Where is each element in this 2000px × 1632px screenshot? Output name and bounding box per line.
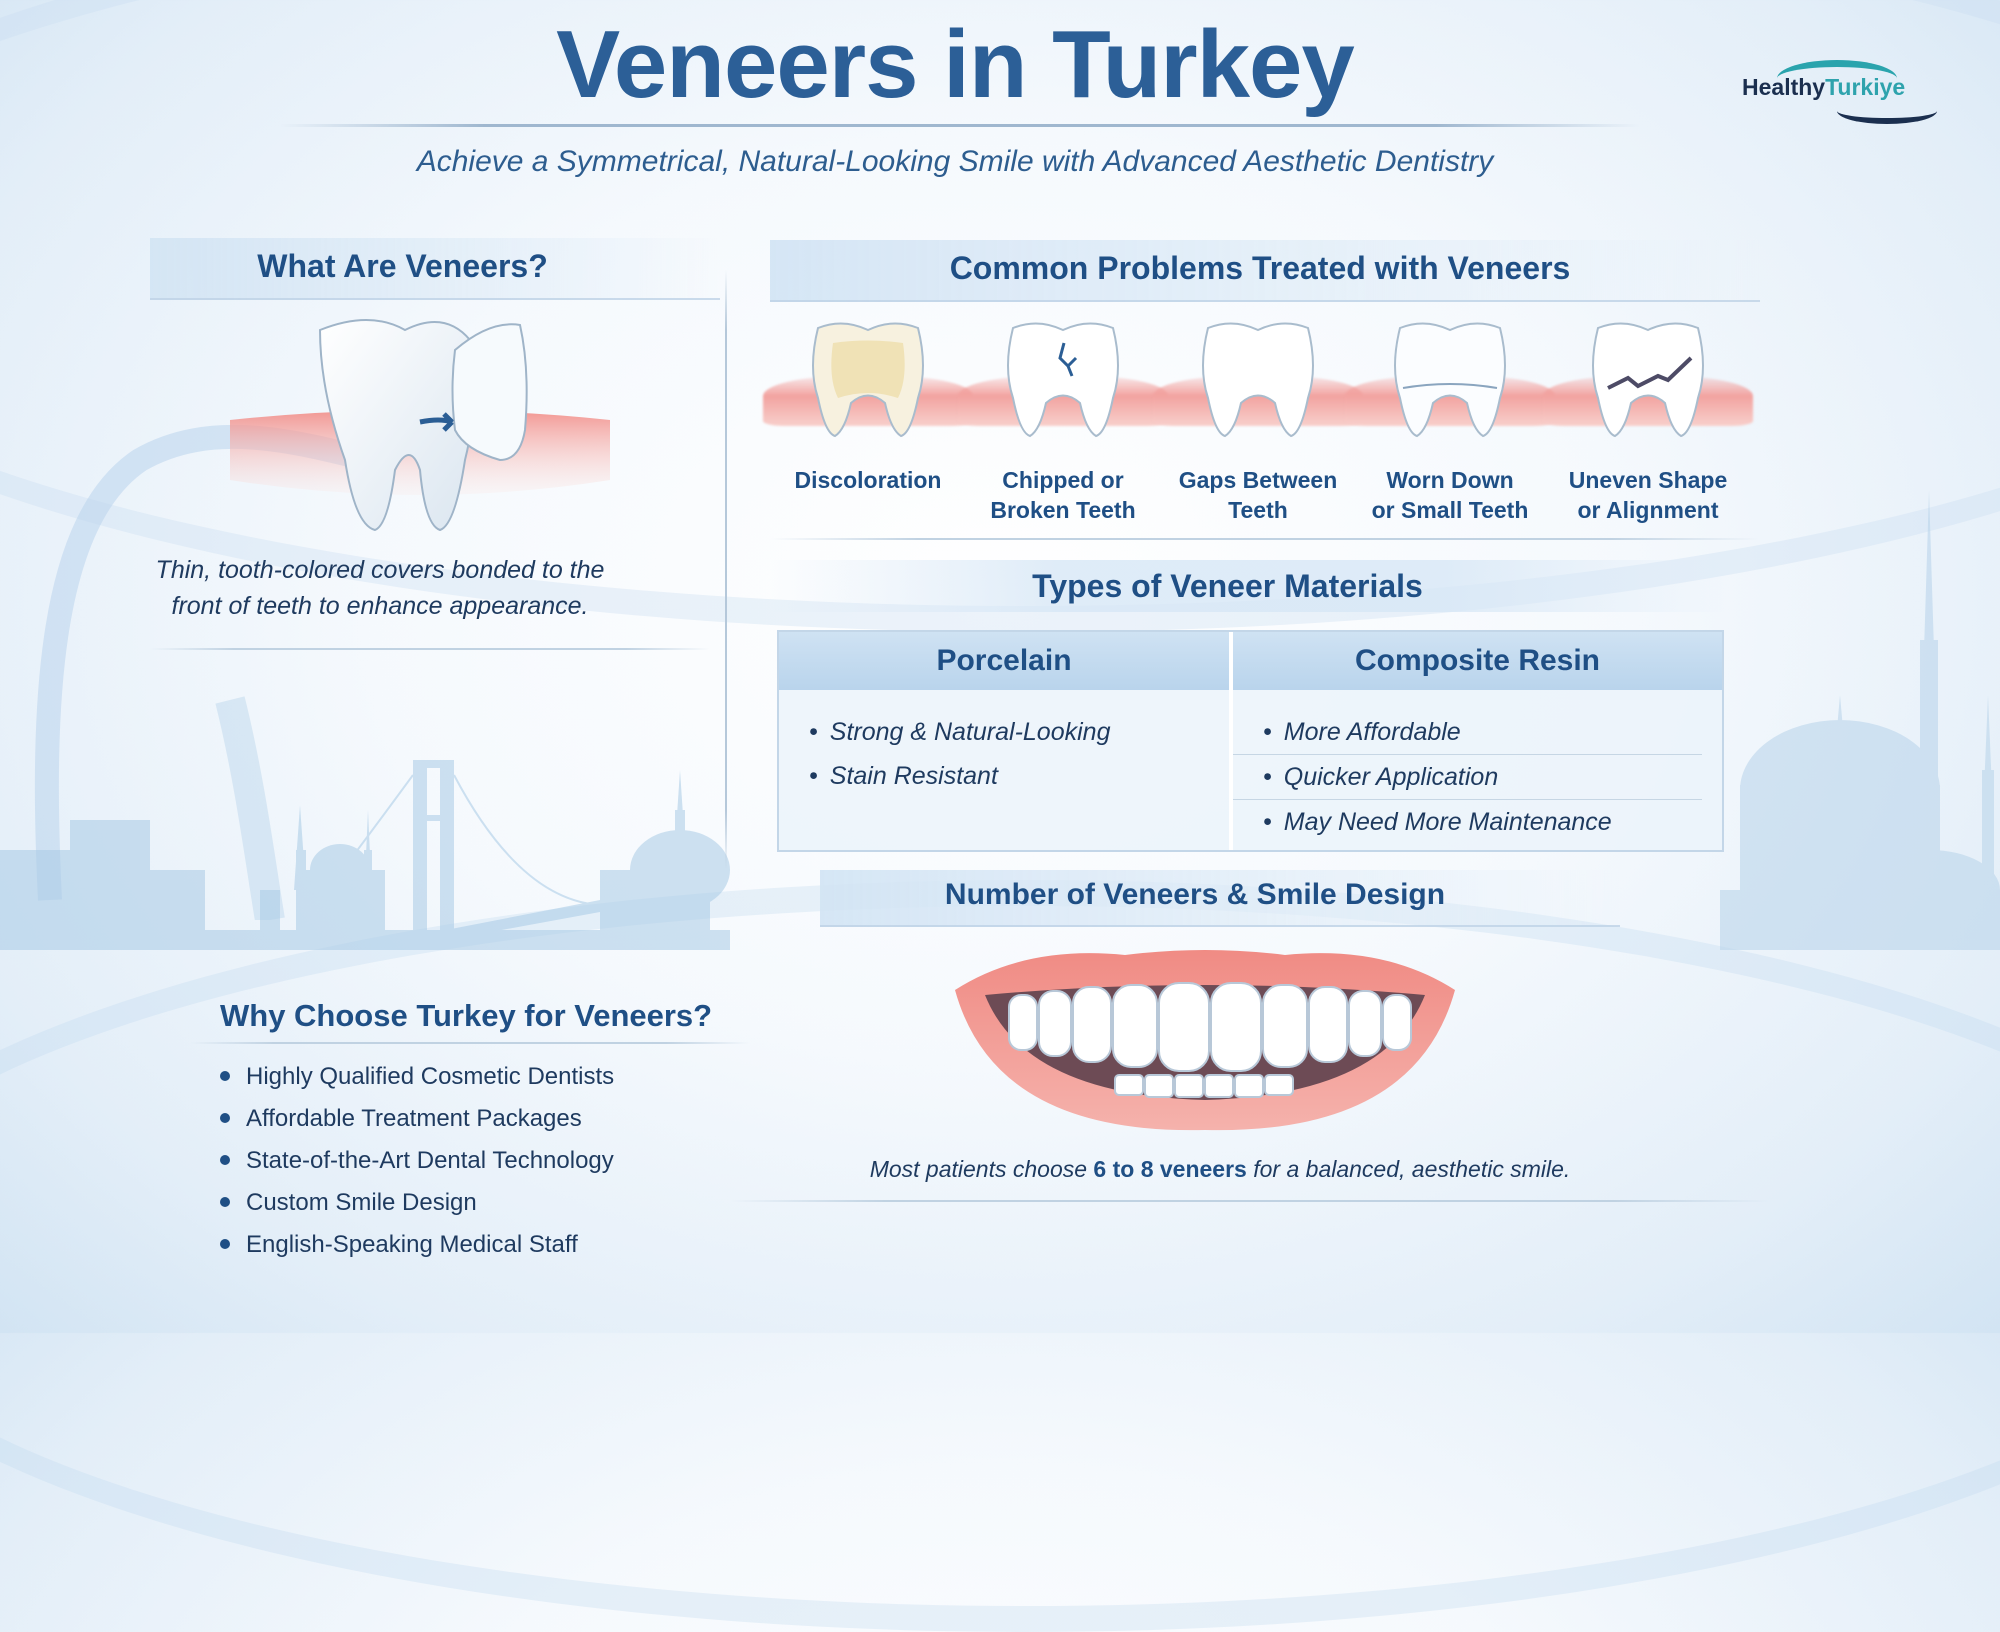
bullet-icon: • <box>1263 763 1272 791</box>
smile-design-divider <box>730 1200 1770 1202</box>
problem-label-line-2: Broken Teeth <box>990 497 1136 523</box>
gapped-tooth-icon <box>1202 322 1314 438</box>
title-divider <box>280 124 1640 127</box>
what-are-veneers-title: What Are Veneers? <box>257 248 548 284</box>
smile-design-header <box>820 870 1620 927</box>
problem-label-line-2: or Small Teeth <box>1371 497 1529 523</box>
bullet-icon <box>220 1112 230 1123</box>
problem-label: Discoloration <box>773 465 963 495</box>
tooth-with-veneer-icon <box>230 319 610 532</box>
logo-text-healthy: Healthy <box>1742 74 1826 100</box>
hagia-sophia-skyline-right-icon <box>1720 490 2000 950</box>
materials-item-text: More Affordable <box>1283 718 1461 746</box>
problem-label-line-1: Discoloration <box>794 467 942 493</box>
smile-design-caption: Most patients choose 6 to 8 veneers for … <box>820 1156 1620 1183</box>
materials-list-item: • Stain Resistant <box>779 754 1229 798</box>
materials-title: Types of Veneer Materials <box>1032 568 1423 604</box>
discolored-tooth-icon <box>812 322 924 438</box>
materials-item-text: May Need More Maintenance <box>1283 808 1612 836</box>
caption-text: for a balanced, aesthetic smile. <box>1246 1156 1571 1182</box>
materials-list-item: • Strong & Natural-Looking <box>779 710 1229 754</box>
page-subtitle: Achieve a Symmetrical, Natural-Looking S… <box>416 145 1494 178</box>
materials-header <box>770 560 1730 612</box>
worn-tooth-icon <box>1394 322 1506 438</box>
why-turkey-item: English-Speaking Medical Staff <box>220 1224 614 1266</box>
logo-arc-bottom-icon <box>1837 98 1937 124</box>
materials-item-text: Strong & Natural-Looking <box>829 718 1111 746</box>
logo-arc-top-icon <box>1777 60 1897 97</box>
logo-text: HealthyTurkiye <box>1742 74 1905 101</box>
why-turkey-item: Custom Smile Design <box>220 1182 614 1224</box>
materials-table: Porcelain • Strong & Natural-Looking • Sta… <box>777 630 1724 852</box>
bullet-icon: • <box>809 762 818 790</box>
why-turkey-list: Highly Qualified Cosmetic Dentists Affor… <box>220 1056 614 1266</box>
smile-design-title: Number of Veneers & Smile Design <box>944 878 1446 911</box>
materials-list-item: • May Need More Maintenance <box>1233 800 1722 844</box>
problem-label: Uneven Shape or Alignment <box>1553 465 1743 525</box>
caption-highlight: 6 to 8 veneers <box>1093 1156 1247 1182</box>
why-turkey-title: Why Choose Turkey for Veneers? <box>220 998 713 1033</box>
cracked-tooth-icon <box>1592 322 1704 438</box>
materials-list-item: • Quicker Application <box>1233 755 1702 800</box>
why-turkey-item: State-of-the-Art Dental Technology <box>220 1140 614 1182</box>
problem-item-uneven: Uneven Shape or Alignment <box>1543 318 1753 525</box>
materials-column-header: Composite Resin <box>1233 632 1722 690</box>
bullet-icon: • <box>1263 718 1272 746</box>
description-line-2: front of teeth to enhance appearance. <box>171 592 589 620</box>
page-title: Veneers in Turkey <box>556 11 1355 118</box>
logo-text-turkiye: Turkiye <box>1825 74 1906 100</box>
problem-label: Worn Down or Small Teeth <box>1355 465 1545 525</box>
why-turkey-item-text: Affordable Treatment Packages <box>246 1105 582 1132</box>
materials-column-porcelain: Porcelain • Strong & Natural-Looking • Sta… <box>779 632 1233 850</box>
caption-text: Most patients choose <box>869 1156 1094 1182</box>
why-turkey-item-text: English-Speaking Medical Staff <box>246 1231 578 1258</box>
istanbul-skyline-left-icon <box>0 760 730 950</box>
why-turkey-item-text: State-of-the-Art Dental Technology <box>246 1147 614 1174</box>
problem-label: Chipped or Broken Teeth <box>968 465 1158 525</box>
materials-list-item: • More Affordable <box>1233 710 1702 755</box>
materials-item-text: Quicker Application <box>1283 763 1499 791</box>
chipped-tooth-icon <box>1007 322 1119 438</box>
problem-item-discoloration: Discoloration <box>763 318 973 495</box>
bullet-icon: • <box>809 718 818 746</box>
bullet-icon <box>220 1238 230 1249</box>
problem-label-line-2: or Alignment <box>1577 497 1719 523</box>
problem-item-gaps: Gaps Between Teeth <box>1153 318 1363 525</box>
problem-item-worn: Worn Down or Small Teeth <box>1345 318 1555 525</box>
common-problems-title: Common Problems Treated with Veneers <box>949 250 1571 286</box>
bullet-icon <box>220 1070 230 1081</box>
materials-column-header: Porcelain <box>779 632 1229 690</box>
materials-column-composite: Composite Resin • More Affordable • Quicke… <box>1233 632 1722 850</box>
healthy-turkiye-logo[interactable]: HealthyTurkiye <box>1742 60 1942 124</box>
smile-teeth-icon <box>955 950 1455 1131</box>
materials-item-text: Stain Resistant <box>829 762 998 790</box>
description-line-1: Thin, tooth-colored covers bonded to the <box>155 556 605 584</box>
problem-label-line-1: Uneven Shape <box>1568 467 1728 493</box>
problem-label: Gaps Between Teeth <box>1163 465 1353 525</box>
why-turkey-item-text: Highly Qualified Cosmetic Dentists <box>246 1063 615 1090</box>
why-turkey-item: Highly Qualified Cosmetic Dentists <box>220 1056 614 1098</box>
what-are-veneers-header <box>150 238 720 300</box>
bullet-icon <box>220 1154 230 1165</box>
what-are-veneers-description: Thin, tooth-colored covers bonded to the… <box>130 552 630 624</box>
why-turkey-item-text: Custom Smile Design <box>246 1189 477 1216</box>
common-problems-header <box>770 240 1760 302</box>
problem-label-line-1: Chipped or <box>1002 467 1124 493</box>
column-divider <box>725 270 727 870</box>
bullet-icon <box>220 1196 230 1207</box>
problem-label-line-1: Gaps Between <box>1178 467 1338 493</box>
problems-divider <box>770 538 1760 540</box>
why-turkey-item: Affordable Treatment Packages <box>220 1098 614 1140</box>
bullet-icon: • <box>1263 808 1272 836</box>
why-turkey-divider <box>190 1042 750 1044</box>
problem-label-line-2: Teeth <box>1228 497 1288 523</box>
problem-label-line-1: Worn Down <box>1386 467 1514 493</box>
left-section-divider <box>150 648 710 650</box>
problem-item-chipped: Chipped or Broken Teeth <box>958 318 1168 525</box>
